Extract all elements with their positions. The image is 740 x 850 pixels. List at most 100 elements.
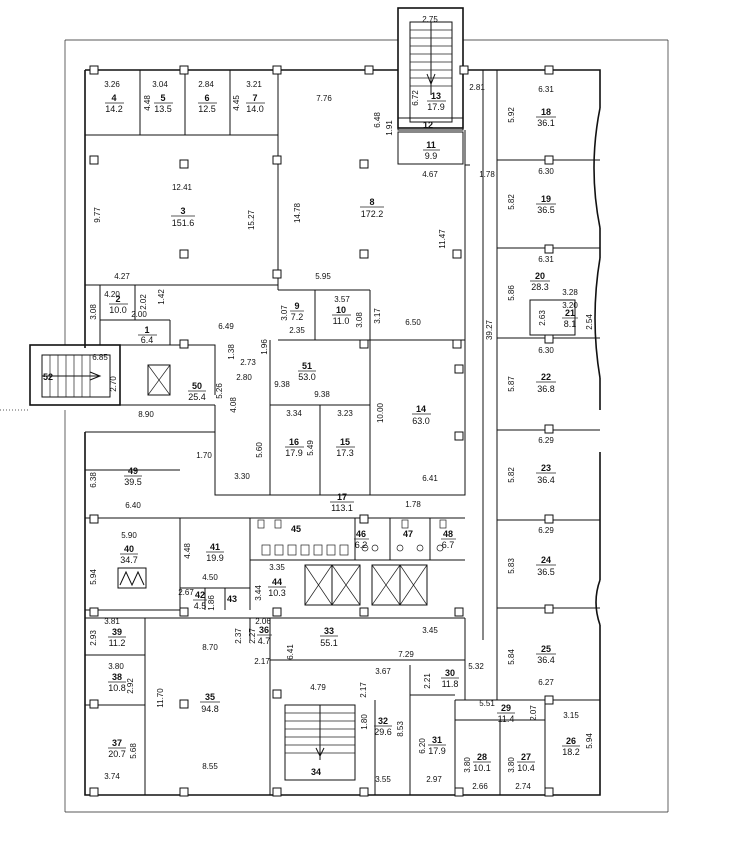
site-boundary (0, 39, 669, 813)
room-number: 2 (115, 294, 120, 304)
dimension-label: 2.70 (109, 376, 118, 392)
dimension-label: 12.41 (172, 183, 193, 192)
dimension-label: 3.74 (104, 772, 120, 781)
room-area: 12.5 (198, 104, 216, 114)
dimension-label: 3.08 (89, 304, 98, 320)
dimension-label: 9.77 (93, 207, 102, 223)
dimension-label: 2.06 (255, 617, 271, 626)
room-area: 36.4 (537, 475, 555, 485)
dimension-label: 5.26 (215, 383, 224, 399)
dimension-label: 2.54 (585, 314, 594, 330)
dimension-label: 4.08 (229, 397, 238, 413)
room-label-2: 210.0 (109, 294, 128, 315)
room-number: 46 (356, 529, 366, 539)
room-number: 23 (541, 463, 551, 473)
dimension-label: 2.67 (178, 588, 194, 597)
dimension-label: 2.17 (359, 682, 368, 698)
room-area: 6.4 (141, 335, 154, 345)
dimension-label: 5.92 (507, 107, 516, 123)
dimension-label: 5.68 (129, 743, 138, 759)
dimension-label: 3.80 (463, 757, 472, 773)
room-area: 17.9 (427, 102, 445, 112)
room-area: 151.6 (172, 218, 195, 228)
dimension-label: 11.47 (438, 229, 447, 249)
exterior-walls (84, 69, 601, 796)
dimension-label: 2.17 (254, 657, 270, 666)
room-area: 63.0 (412, 416, 430, 426)
room-number: 44 (272, 577, 282, 587)
dimension-label: 3.67 (375, 667, 391, 676)
dimension-label: 6.48 (373, 112, 382, 128)
room-number: 7 (252, 93, 257, 103)
dimension-label: 2.75 (422, 15, 438, 24)
dimension-label: 2.63 (538, 310, 547, 326)
room-number: 39 (112, 627, 122, 637)
dimension-label: 4.50 (202, 573, 218, 582)
dimension-label: 2.37 (234, 628, 243, 644)
dimension-label: 5.94 (585, 733, 594, 749)
room-area: 14.2 (105, 104, 123, 114)
room-number: 17 (337, 492, 347, 502)
room-area: 10.8 (108, 683, 126, 693)
room-number: 14 (416, 404, 426, 414)
room-area: 17.9 (285, 448, 303, 458)
dimension-label: 6.20 (418, 738, 427, 754)
room-number: 38 (112, 672, 122, 682)
dimension-label: 5.32 (468, 662, 484, 671)
room-number: 13 (431, 91, 441, 101)
room-area: 94.8 (201, 704, 219, 714)
dimension-label: 4.20 (104, 290, 120, 299)
dimension-label: 5.83 (507, 558, 516, 574)
dimension-label: 5.84 (507, 649, 516, 665)
room-area: 4.5 (194, 601, 207, 611)
dimension-label: 1.96 (260, 339, 269, 355)
room-area: 20.7 (108, 749, 126, 759)
dimension-label: 1.91 (385, 120, 394, 136)
room-number: 28 (477, 752, 487, 762)
dimension-label: 2.81 (469, 83, 485, 92)
room-area: 10.4 (517, 763, 535, 773)
room-area: 18.2 (562, 747, 580, 757)
dimension-label: 8.53 (396, 721, 405, 737)
dimension-label: 5.87 (507, 376, 516, 392)
dimension-label: 4.48 (143, 95, 152, 111)
room-area: 11.0 (333, 316, 350, 326)
dimension-label: 4.48 (183, 543, 192, 559)
room-number: 12 (423, 120, 433, 130)
dimension-label: 6.50 (405, 318, 421, 327)
room-number: 11 (426, 140, 436, 150)
dimension-label: 3.44 (254, 585, 263, 601)
room-number: 33 (324, 626, 334, 636)
room-label-1: 16.4 (138, 325, 157, 345)
room-area: 10.1 (473, 763, 491, 773)
dimension-label: 6.29 (538, 526, 554, 535)
dimension-label: 5.86 (507, 285, 516, 301)
dimension-label: 9.38 (314, 390, 330, 399)
room-number: 35 (205, 692, 215, 702)
room-number: 51 (302, 361, 312, 371)
dimension-label: 2.84 (198, 80, 214, 89)
dimension-label: 1.42 (157, 289, 166, 305)
dimension-label: 2.80 (236, 373, 252, 382)
room-area: 172.2 (361, 209, 384, 219)
dimension-label: 4.27 (114, 272, 130, 281)
dimension-label: 6.72 (411, 90, 420, 106)
room-area: 53.0 (298, 372, 316, 382)
dimension-label: 3.07 (280, 305, 289, 321)
room-number: 1 (144, 325, 149, 335)
room-number: 32 (378, 716, 388, 726)
dimension-label: 3.57 (334, 295, 350, 304)
